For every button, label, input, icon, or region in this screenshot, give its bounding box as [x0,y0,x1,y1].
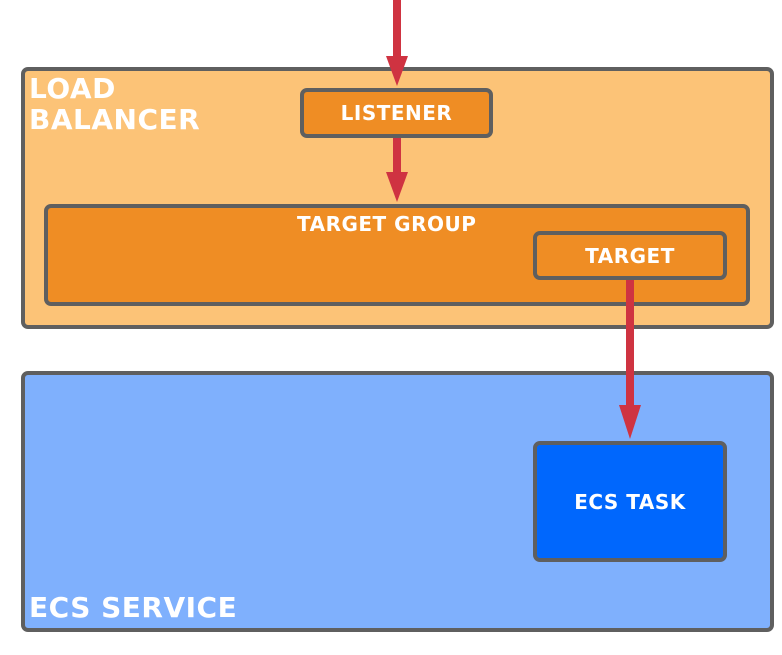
ecs-task-box: ECS TASK [533,441,727,562]
ecs-task-label: ECS TASK [574,489,686,514]
load-balancer-label-line2: BALANCER [29,103,201,136]
listener-label: LISTENER [340,101,453,125]
load-balancer-label-line1: LOAD [29,72,116,105]
incoming-arrow-shaft [393,0,401,62]
ecs-service-label: ECS SERVICE [29,591,238,624]
target-box: TARGET [533,231,727,280]
load-balancer-label: LOAD BALANCER [29,73,200,135]
target-group-label: TARGET GROUP [297,212,477,236]
target-label: TARGET [585,243,675,268]
listener-box: LISTENER [300,88,493,138]
